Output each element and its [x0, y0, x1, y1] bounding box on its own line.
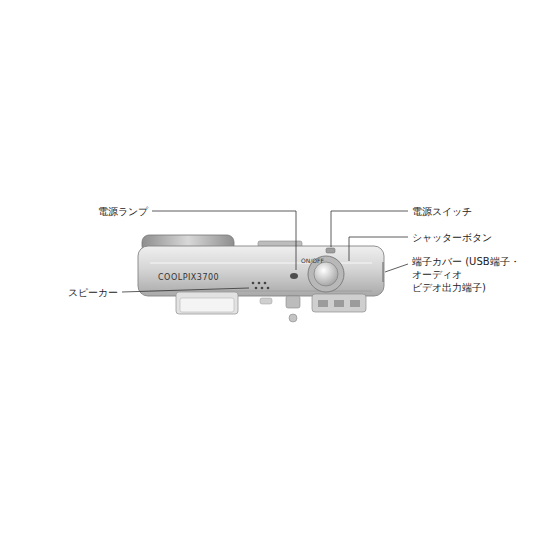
camera-marking: COOLPIX3700	[158, 273, 219, 283]
camera-marking: ON/OFF	[301, 257, 324, 265]
camera	[138, 235, 384, 322]
part-label: 電源スイッチ	[412, 205, 472, 218]
leader-lines	[122, 211, 408, 292]
part-label: 端子カバー (USB端子・オーディオ ビデオ出力端子)	[412, 255, 530, 294]
part-label: シャッターボタン	[412, 231, 492, 244]
part-label: スピーカー	[68, 286, 118, 299]
part-label: 電源ランプ	[98, 205, 148, 218]
